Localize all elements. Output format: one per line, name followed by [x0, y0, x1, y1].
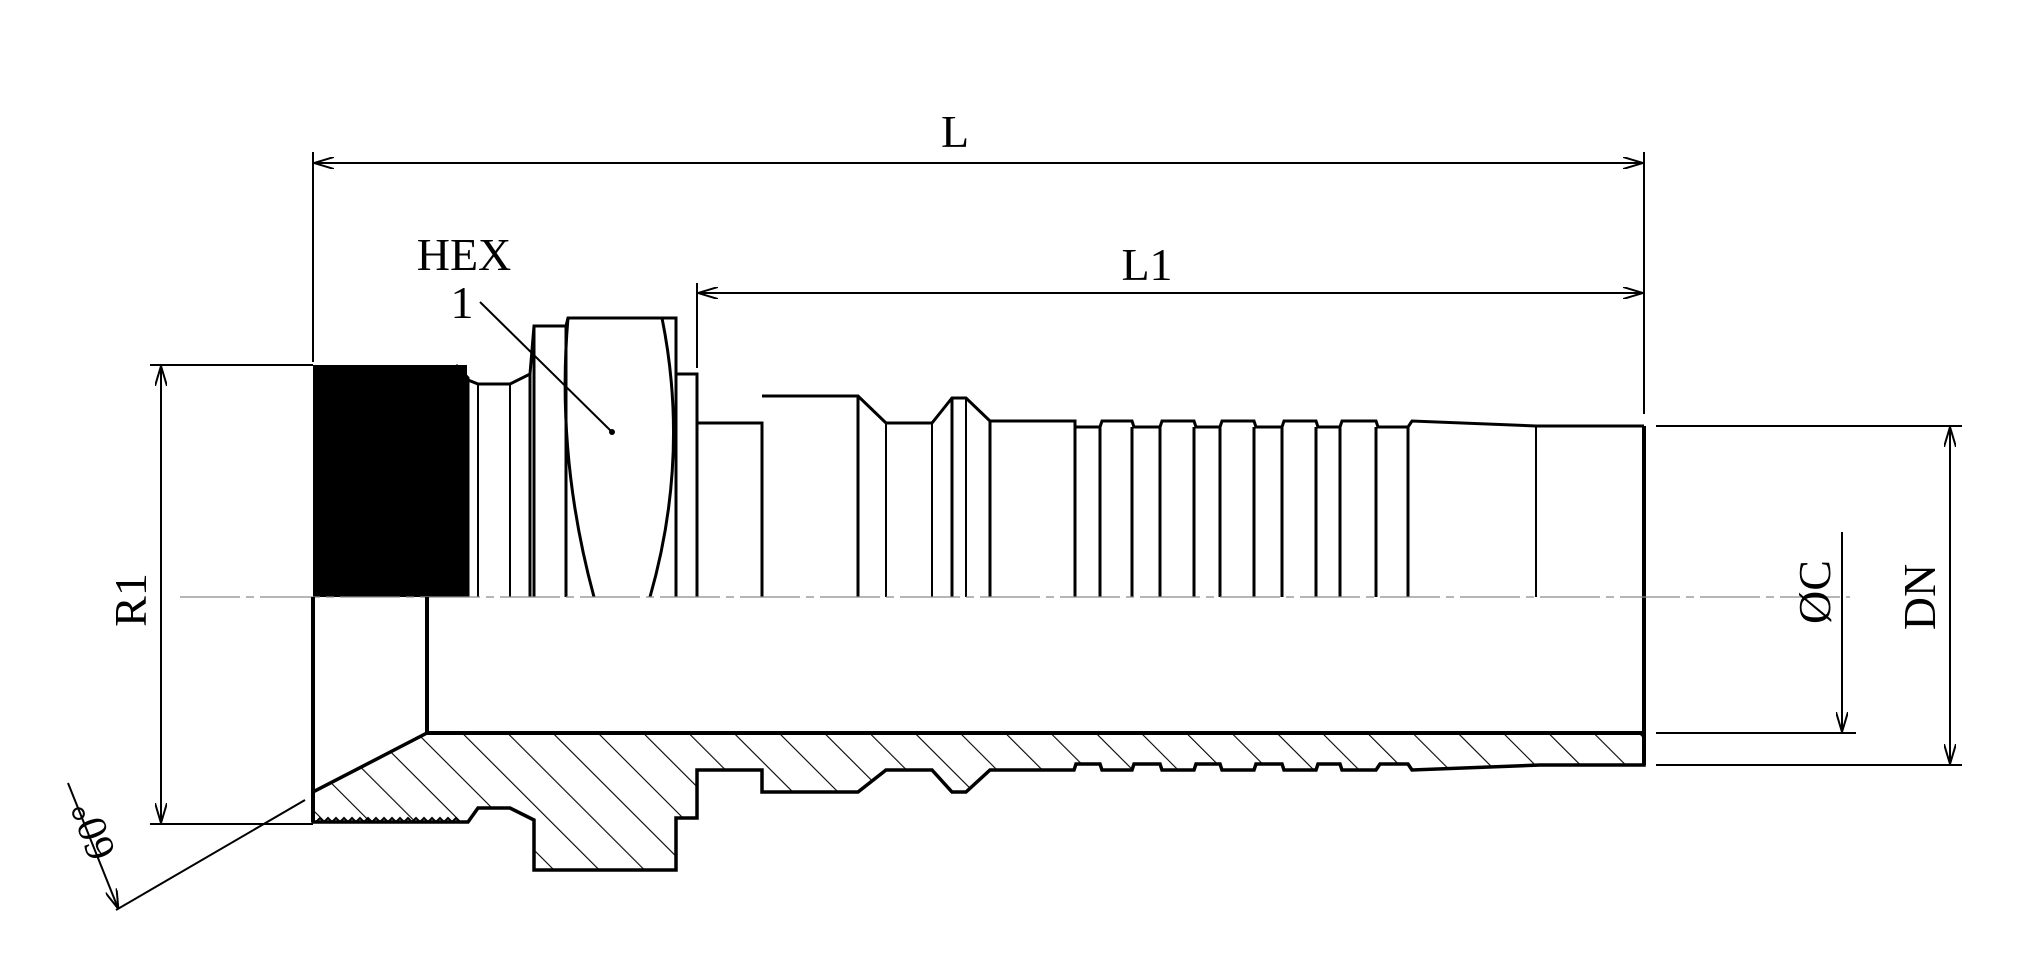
barb-1 — [762, 394, 992, 597]
thread-block — [313, 365, 467, 597]
hex-chamfer-left — [563, 317, 596, 598]
label-hex: HEX — [417, 229, 512, 280]
hex-chamfer-right — [648, 317, 676, 598]
label-C: ØC — [1789, 560, 1840, 624]
hex-body — [528, 316, 678, 597]
fitting-external-profile — [313, 316, 1646, 765]
dimension-DN: DN — [1656, 425, 1962, 766]
label-hex-callout: 1 — [451, 277, 474, 328]
label-L1: L1 — [1121, 239, 1172, 290]
leader-dot — [609, 429, 615, 435]
shank — [697, 421, 764, 597]
label-R1: R1 — [105, 573, 156, 627]
serrated-tail-top — [990, 419, 1644, 429]
hex-callout: HEX 1 — [417, 229, 615, 435]
angle-leg-2 — [67, 782, 118, 908]
label-DN: DN — [1894, 564, 1945, 630]
dimension-angle: 60° — [62, 782, 306, 911]
section-wall — [311, 731, 1646, 872]
hex-collar — [676, 372, 699, 597]
label-L: L — [941, 106, 969, 157]
thread-chamfer — [454, 363, 470, 597]
dimension-L: L — [312, 106, 1645, 414]
dimension-L1: L1 — [696, 239, 1642, 368]
angle-leg-1 — [115, 799, 306, 911]
label-angle: 60° — [62, 795, 125, 866]
fitting-section-view — [311, 597, 1646, 872]
dimension-R1: R1 — [105, 364, 313, 825]
leader-line-hex — [479, 301, 613, 433]
dimension-C: ØC — [1656, 532, 1856, 734]
